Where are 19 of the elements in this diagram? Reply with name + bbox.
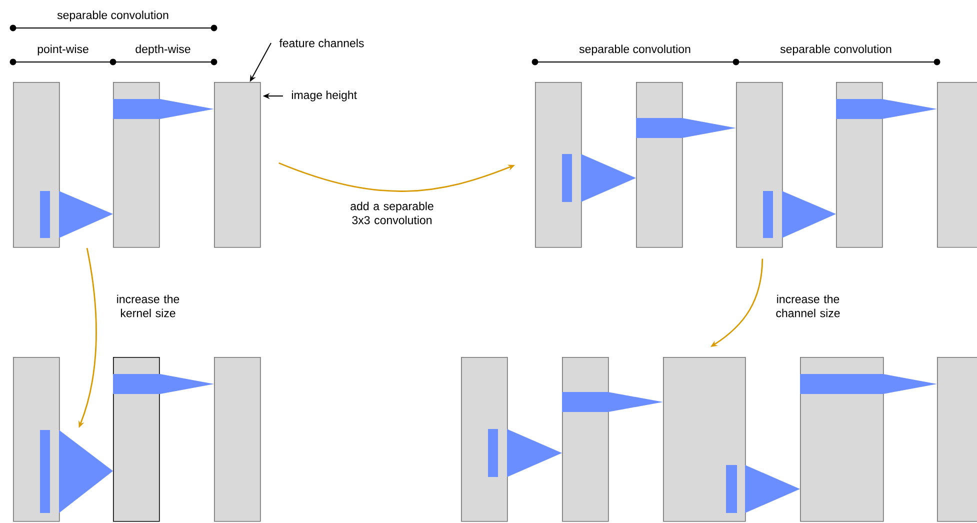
feature-map [214,357,261,522]
feature-map [663,357,746,522]
section-label: separable convolution [57,10,168,22]
feature-map [13,82,60,248]
section-label: point-wise [38,44,88,56]
edge-label: increase the channel size [776,294,840,318]
feature-map [214,82,261,248]
feature-map [461,357,508,522]
feature-map [937,82,977,248]
annotation-text: feature channels [279,38,364,48]
edge-label: add a separable 3x3 convolution [350,202,434,224]
section-label: separable convolution [780,44,892,56]
annotation-text: image height [292,90,357,102]
edge-label: increase the kernel size [117,294,180,318]
section-label: separable convolution [579,44,690,56]
feature-map [736,82,783,248]
section-label: depth-wise [136,44,190,56]
feature-map [535,82,582,248]
feature-map [937,357,977,522]
